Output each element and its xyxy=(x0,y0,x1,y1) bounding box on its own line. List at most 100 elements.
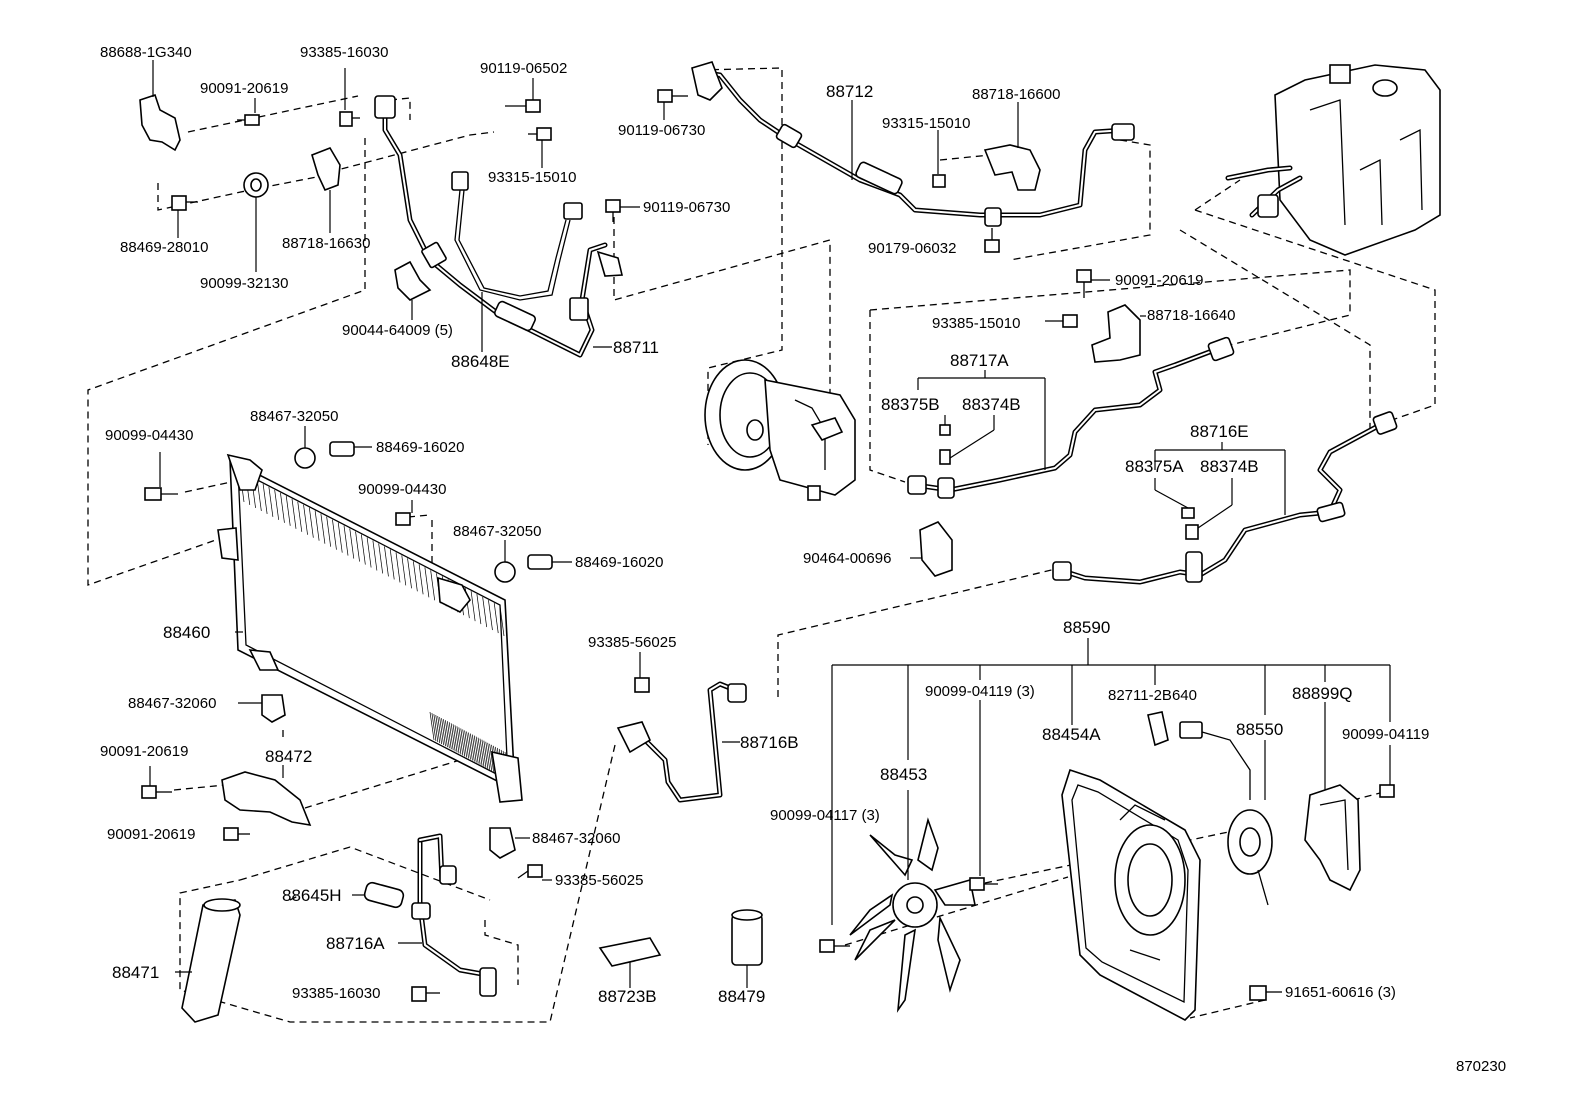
label-93385-56025-t: 93385-56025 xyxy=(588,634,676,651)
bolt-icon xyxy=(329,441,372,457)
label-88479: 88479 xyxy=(718,987,765,1006)
label-88453: 88453 xyxy=(880,765,927,784)
pipe-88717a xyxy=(907,336,1235,499)
cushion-icon xyxy=(238,694,286,723)
bolt-icon xyxy=(1249,985,1282,1001)
label-88471: 88471 xyxy=(112,963,159,982)
label-88723b: 88723B xyxy=(598,987,657,1006)
clamp-88718-16630 xyxy=(311,147,341,233)
bracket-88717a xyxy=(917,370,1046,470)
label-88718-16630: 88718-16630 xyxy=(282,235,370,252)
cushion-icon xyxy=(489,827,530,859)
label-88718-16600: 88718-16600 xyxy=(972,86,1060,103)
label-88688-1g340: 88688-1G340 xyxy=(100,44,192,61)
pipe-88716a xyxy=(398,833,497,997)
bolt-icon xyxy=(237,98,260,126)
bolt-icon xyxy=(411,986,440,1002)
bolt-icon xyxy=(969,700,998,891)
oil-can-88479 xyxy=(731,909,763,988)
bolt-icon xyxy=(1045,314,1078,328)
hose-88711 xyxy=(374,95,623,358)
label-88711: 88711 xyxy=(613,338,659,357)
fan-bracket-88899q xyxy=(1304,702,1361,892)
label-88716e: 88716E xyxy=(1190,422,1249,441)
label-88469-16020: 88469-16020 xyxy=(376,439,464,456)
receiver-dryer-88471 xyxy=(175,898,241,1023)
bolt-icon xyxy=(1076,269,1110,298)
label-88550: 88550 xyxy=(1236,720,1283,739)
label-93385-16030-b: 93385-16030 xyxy=(292,985,380,1002)
label-90099-04430-m: 90099-04430 xyxy=(358,481,446,498)
label-88899q: 88899Q xyxy=(1292,684,1353,703)
label-88648e: 88648E xyxy=(451,352,510,371)
label-88645h: 88645H xyxy=(282,886,342,905)
label-90179-06032: 90179-06032 xyxy=(868,240,956,257)
bracket-88688 xyxy=(139,60,181,152)
label-90091-20619: 90091-20619 xyxy=(200,80,288,97)
bolt-icon xyxy=(634,652,650,693)
label-90099-04430: 90099-04430 xyxy=(105,427,193,444)
label-93315-15010-r: 93315-15010 xyxy=(882,115,970,132)
bracket-88472 xyxy=(221,765,312,827)
label-93385-56025-b: 93385-56025 xyxy=(555,872,643,889)
label-82711-2b640: 82711-2B640 xyxy=(1108,687,1197,704)
label-90119-06730: 90119-06730 xyxy=(643,199,730,216)
bolt-icon xyxy=(141,766,172,799)
fan-motor-88550 xyxy=(1179,721,1273,906)
diagram-id: 870230 xyxy=(1456,1058,1506,1075)
clip-90044 xyxy=(394,260,432,320)
label-88712: 88712 xyxy=(826,82,873,101)
label-88375a: 88375A xyxy=(1125,457,1184,476)
label-88590: 88590 xyxy=(1063,618,1110,637)
pipe-88712 xyxy=(691,61,1135,227)
label-90099-04119: 90099-04119 xyxy=(1342,726,1429,743)
nut-icon xyxy=(932,130,946,188)
label-90091-20619-l1: 90091-20619 xyxy=(100,743,188,760)
fan-88453 xyxy=(849,790,976,1013)
clamp-88718-16600 xyxy=(983,102,1041,191)
label-88375b: 88375B xyxy=(881,395,940,414)
wire-88648e xyxy=(451,171,583,352)
pipe-88716b xyxy=(616,681,747,803)
bolt-icon xyxy=(223,827,250,841)
nut-icon xyxy=(984,228,1000,253)
label-88469-16020-b: 88469-16020 xyxy=(575,554,663,571)
bracket-88590 xyxy=(831,638,1391,925)
bolt-icon xyxy=(395,500,413,526)
bracket-88716e xyxy=(1154,442,1286,529)
label-90099-04119-3: 90099-04119 (3) xyxy=(925,683,1035,700)
evaporator-unit xyxy=(1225,64,1441,256)
connector-82711 xyxy=(1147,711,1169,747)
dashed-assembly-lines xyxy=(87,67,1436,1023)
label-88716b: 88716B xyxy=(740,733,799,752)
bolt-icon xyxy=(527,554,572,570)
label-93385-15010: 93385-15010 xyxy=(932,315,1020,332)
bolt-icon xyxy=(144,452,178,501)
pressure-switch-88645h xyxy=(352,881,405,909)
label-sticker-88723b xyxy=(598,937,662,988)
bolt-icon xyxy=(819,939,850,953)
label-93385-16030: 93385-16030 xyxy=(300,44,388,61)
bolt-icon xyxy=(517,864,552,881)
label-88467-32060-m: 88467-32060 xyxy=(532,830,620,847)
label-93315-15010: 93315-15010 xyxy=(488,169,576,186)
cushion-icon xyxy=(294,426,316,469)
clip-90464 xyxy=(910,521,953,577)
compressor xyxy=(704,359,856,501)
label-90119-06730-top: 90119-06730 xyxy=(618,122,705,139)
grommet-icon xyxy=(243,172,269,272)
bolt-icon xyxy=(1379,745,1395,798)
bolt-icon xyxy=(171,195,198,238)
label-88718-16640: 88718-16640 xyxy=(1147,307,1235,324)
condenser-88460 xyxy=(217,453,523,803)
label-90099-32130: 90099-32130 xyxy=(200,275,288,292)
label-88472: 88472 xyxy=(265,747,312,766)
label-88716a: 88716A xyxy=(326,934,385,953)
label-91651-60616: 91651-60616 (3) xyxy=(1285,984,1396,1001)
label-88469-28010: 88469-28010 xyxy=(120,239,208,256)
cushion-icon xyxy=(494,540,516,583)
label-88374b-2: 88374B xyxy=(1200,457,1259,476)
part-labels: 88688-1G340 93385-16030 90119-06502 9009… xyxy=(100,44,1506,1075)
fan-shroud-88454a xyxy=(1061,768,1201,1021)
